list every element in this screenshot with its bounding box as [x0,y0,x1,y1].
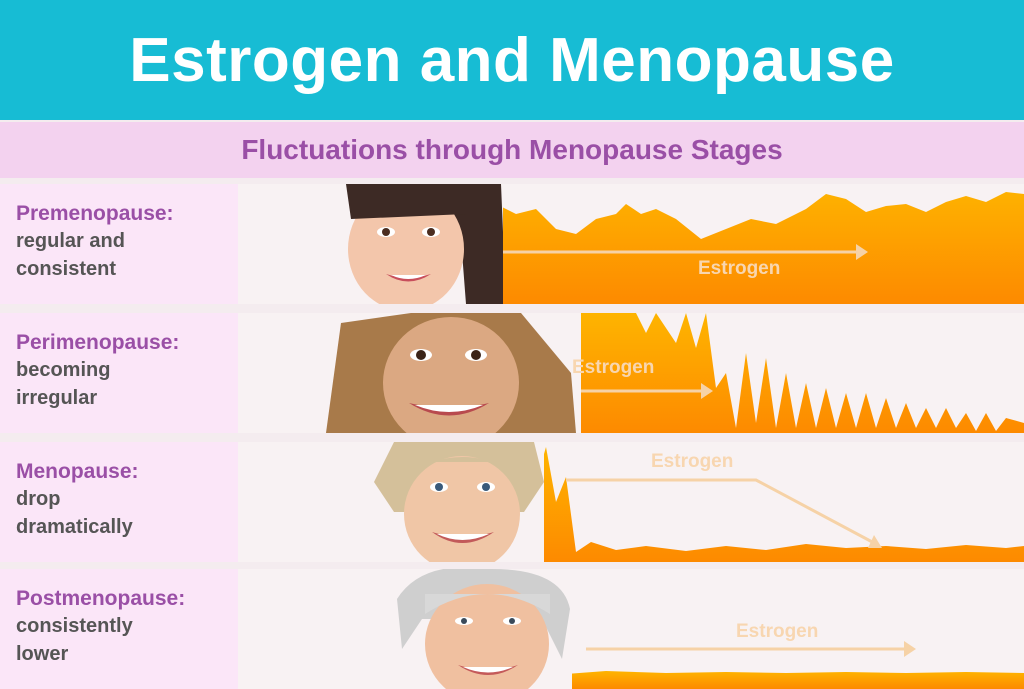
estrogen-label: Estrogen [698,258,781,279]
stage-name: Menopause: [16,460,139,483]
stage-row-postmenopause: Postmenopause: consistently lower [0,569,1024,689]
estrogen-wave-panel: Estrogen [246,442,1024,562]
estrogen-wave-graphic [476,184,1024,304]
estrogen-wave-panel: Estrogen [246,313,1024,433]
stage-name: Postmenopause: [16,587,186,610]
stage-description: becoming irregular [16,359,111,409]
woman-photo-postmenopause [392,569,572,689]
stage-name: Perimenopause: [16,331,180,354]
estrogen-wave-postmenopause [566,671,1024,689]
estrogen-label: Estrogen [651,451,734,472]
estrogen-wave-graphic [566,641,1024,689]
estrogen-wave-panel: Estrogen [246,184,1024,304]
estrogen-wave-panel: Estrogen [246,569,1024,689]
estrogen-label: Estrogen [572,357,655,378]
estrogen-wave-menopause [526,447,1024,562]
stage-description: consistently lower [16,615,133,665]
page-title: Estrogen and Menopause [129,25,895,95]
woman-photo-menopause [374,442,544,562]
stage-label-panel: Perimenopause: becoming irregular [0,313,238,433]
estrogen-arrow [566,478,877,546]
woman-photo-perimenopause [321,313,581,433]
estrogen-arrow-head [868,535,882,548]
stage-description: drop dramatically [16,488,133,538]
stage-label-panel: Premenopause: regular and consistent [0,184,238,304]
estrogen-arrow-head [701,383,713,399]
subheader-bar: Fluctuations through Menopause Stages [0,122,1024,178]
stage-label-panel: Postmenopause: consistently lower [0,569,238,689]
estrogen-arrow-head [904,641,916,657]
estrogen-arrow-head [856,244,868,260]
stage-row-premenopause: Premenopause: regular and consistent [0,184,1024,304]
estrogen-wave-graphic [546,313,1024,433]
stage-description: regular and consistent [16,230,125,280]
woman-photo-premenopause [291,184,503,304]
stage-row-menopause: Menopause: drop dramatically [0,442,1024,562]
header-bar: Estrogen and Menopause [0,0,1024,120]
estrogen-label: Estrogen [736,621,819,642]
stage-name: Premenopause: [16,202,174,225]
page-subtitle: Fluctuations through Menopause Stages [241,134,783,165]
stage-label-panel: Menopause: drop dramatically [0,442,238,562]
estrogen-wave-graphic [526,447,1024,562]
stage-row-perimenopause: Perimenopause: becoming irregular [0,313,1024,433]
estrogen-wave-premenopause [476,184,1024,304]
estrogen-wave-perimenopause [546,313,1024,433]
